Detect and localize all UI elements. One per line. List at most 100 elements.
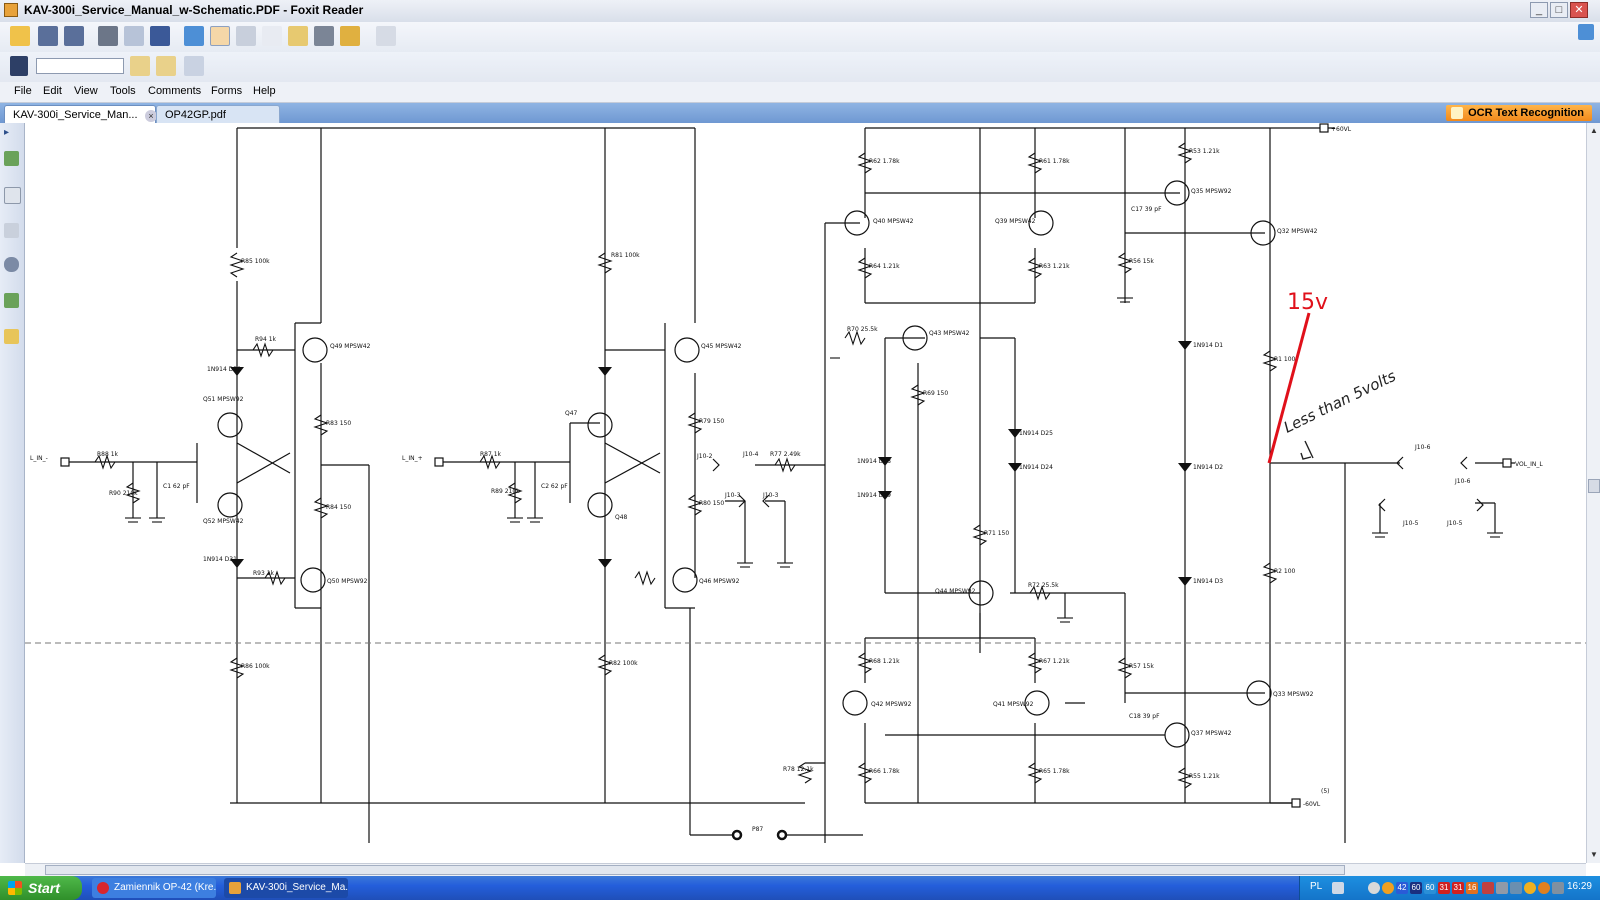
horizontal-scrollbar[interactable] (25, 863, 1586, 876)
component-label: J10-4 (742, 451, 759, 458)
input-label-l-plus: L_IN_+ (402, 455, 423, 462)
tab-kav-manual[interactable]: KAV-300i_Service_Man... × (4, 105, 157, 123)
tray-app-icon[interactable] (1524, 882, 1536, 894)
menu-help[interactable]: Help (253, 85, 276, 97)
tray-app-icon[interactable] (1496, 882, 1508, 894)
tray-counter[interactable]: 31 (1438, 882, 1450, 894)
rms-icon[interactable] (340, 26, 360, 46)
taskbar-item-foxit[interactable]: KAV-300i_Service_Ma... (224, 878, 348, 898)
clock[interactable]: 16:29 (1566, 881, 1592, 892)
scroll-down-icon[interactable]: ▼ (1590, 850, 1598, 859)
binoculars-icon[interactable] (10, 56, 28, 76)
layers-icon[interactable] (4, 223, 19, 238)
component-label: R63 1.21k (1039, 263, 1070, 270)
maximize-button[interactable]: □ (1550, 2, 1568, 18)
expand-toolbar-icon[interactable] (1578, 24, 1594, 40)
scroll-thumb[interactable] (1588, 479, 1600, 493)
scroll-up-icon[interactable]: ▲ (1590, 126, 1598, 135)
volume-icon[interactable] (1552, 882, 1564, 894)
tray-counter[interactable]: 31 (1452, 882, 1464, 894)
find-next-icon[interactable] (156, 56, 176, 76)
pdf-page-view[interactable]: L_IN_- L_IN_+ +60VL -60VL VOL_IN_L P87 R… (25, 123, 1586, 863)
start-button[interactable]: Start (0, 876, 82, 900)
supply-label-pos: +60VL (1331, 126, 1352, 133)
pages-icon[interactable] (4, 187, 21, 204)
tray-counter[interactable]: 42 (1396, 882, 1408, 894)
junction-label: P87 (752, 826, 763, 833)
menu-view[interactable]: View (74, 85, 98, 97)
component-label: Q48 (615, 514, 628, 521)
hscroll-thumb[interactable] (45, 865, 1345, 875)
component-label: 1N914 D3 (1193, 578, 1223, 585)
tab-close-icon[interactable]: × (145, 110, 157, 122)
component-label: R53 1.21k (1189, 148, 1220, 155)
zoom-tool-icon[interactable] (236, 26, 256, 46)
tray-counter[interactable]: 60 (1410, 882, 1422, 894)
network-icon[interactable] (1510, 882, 1522, 894)
signatures-icon[interactable] (4, 293, 19, 308)
component-label: R81 100k (611, 252, 640, 259)
bookmarks-icon[interactable] (4, 151, 19, 166)
component-label: R84 150 (326, 504, 351, 511)
ocr-button[interactable]: OCR Text Recognition (1446, 105, 1592, 121)
main-toolbar (0, 22, 1600, 52)
tray-app-icon[interactable] (1538, 882, 1550, 894)
component-label: Q52 MPSW42 (203, 518, 244, 525)
panel-expand-icon[interactable]: ▸ (4, 127, 10, 138)
snapshot-icon[interactable] (314, 26, 334, 46)
component-label: R85 100k (241, 258, 270, 265)
component-label: R88 1k (97, 451, 119, 458)
hand-tool-icon[interactable] (210, 26, 230, 46)
navigation-panel: ▸ (0, 123, 25, 863)
facebook-icon[interactable] (150, 26, 170, 46)
vertical-scrollbar[interactable]: ▲ ▼ (1586, 123, 1600, 863)
start-label: Start (28, 880, 60, 896)
component-label: C1 62 pF (163, 483, 190, 490)
open-icon[interactable] (10, 26, 30, 46)
component-label: R83 150 (326, 420, 351, 427)
menu-comments[interactable]: Comments (148, 85, 202, 97)
language-indicator[interactable]: PL (1310, 881, 1323, 892)
component-label: R61 1.78k (1039, 158, 1070, 165)
menu-edit[interactable]: Edit (43, 85, 62, 97)
component-label: R65 1.78k (1039, 768, 1070, 775)
component-label: R57 15k (1129, 663, 1154, 670)
find-previous-icon[interactable] (130, 56, 150, 76)
component-label: J10-6 (1454, 478, 1471, 485)
tray-app-icon[interactable] (1368, 882, 1380, 894)
fullscreen-icon[interactable] (184, 26, 204, 46)
component-label: Q40 MPSW42 (873, 218, 914, 225)
select-arrow-icon[interactable] (262, 26, 282, 46)
text-select-icon[interactable] (288, 26, 308, 46)
menu-forms[interactable]: Forms (211, 85, 243, 97)
component-label: R86 100k (241, 663, 270, 670)
component-label: R55 1.21k (1189, 773, 1220, 780)
comments-icon[interactable] (4, 329, 19, 344)
menu-file[interactable]: File (14, 85, 32, 97)
print-icon[interactable] (98, 26, 118, 46)
taskbar-item-opera[interactable]: Zamiennik OP-42 (Kre... (92, 878, 216, 898)
attachments-icon[interactable] (4, 257, 19, 272)
tray-counter[interactable]: 60 (1424, 882, 1436, 894)
save-icon[interactable] (38, 26, 58, 46)
tray-app-icon[interactable] (1382, 882, 1394, 894)
tab-op42gp[interactable]: OP42GP.pdf (156, 105, 280, 123)
tray-counter[interactable]: 16 (1466, 882, 1478, 894)
component-label: (5) (1321, 788, 1330, 795)
component-label: R78 12.1k (783, 766, 814, 773)
tray-app-icon[interactable] (1482, 882, 1494, 894)
find-input[interactable] (36, 58, 124, 74)
component-label: R71 150 (984, 530, 1009, 537)
component-label: C18 39 pF (1129, 713, 1160, 720)
system-tray: PL 42 60 60 31 31 16 16:29 (1299, 876, 1600, 900)
component-label: 1N914 D18 (857, 458, 891, 465)
email-icon[interactable] (124, 26, 144, 46)
minimize-button[interactable]: _ (1530, 2, 1548, 18)
keyboard-icon[interactable] (1332, 882, 1344, 894)
menu-bar: File Edit View Tools Comments Forms Help (0, 82, 1600, 103)
close-button[interactable]: ✕ (1570, 2, 1588, 18)
menu-tools[interactable]: Tools (110, 85, 136, 97)
save-as-icon[interactable] (64, 26, 84, 46)
search-options-icon[interactable] (184, 56, 204, 76)
edit-tool-icon[interactable] (376, 26, 396, 46)
